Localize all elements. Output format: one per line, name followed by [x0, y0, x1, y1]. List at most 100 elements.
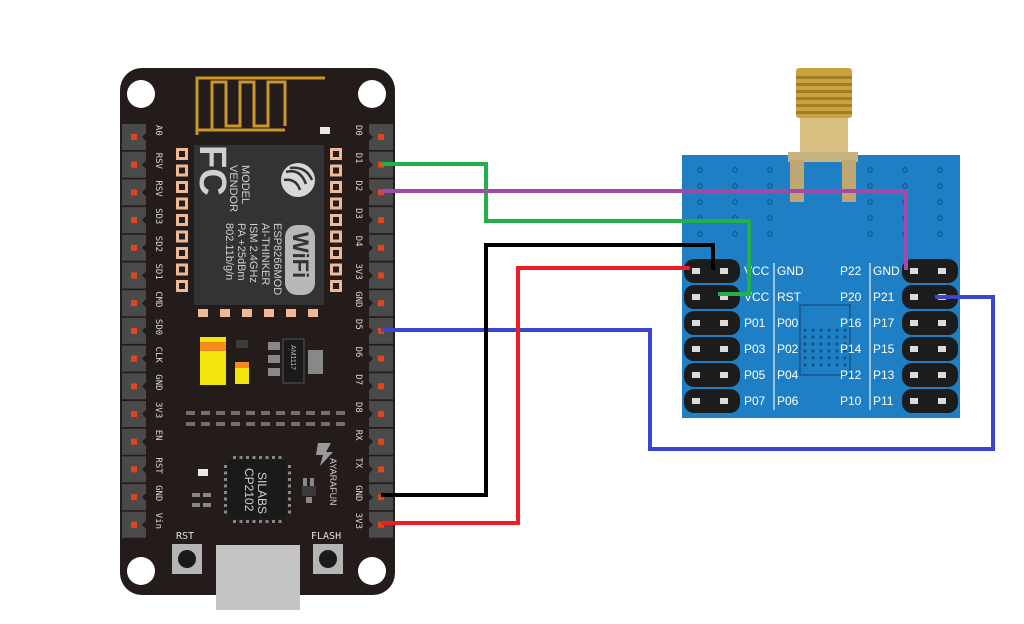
nrf-label: P17 — [873, 316, 895, 330]
pin-label: D3 — [353, 208, 363, 219]
chip-pin — [224, 465, 227, 468]
header-notch — [142, 271, 146, 280]
nrf-label: P21 — [873, 290, 895, 304]
pin-cmd[interactable] — [131, 300, 137, 307]
pin-d4[interactable] — [378, 244, 384, 251]
header-notch — [369, 326, 373, 335]
smd-pad — [306, 422, 315, 426]
pin-sd0[interactable] — [131, 327, 137, 334]
header-pin[interactable] — [720, 294, 728, 300]
pin-label: 3V3 — [353, 513, 363, 529]
pin-3v3[interactable] — [378, 272, 384, 279]
pin-sd2[interactable] — [131, 244, 137, 251]
pin-rsv[interactable] — [131, 161, 137, 168]
bga-pad — [843, 335, 847, 339]
smd-pad — [231, 411, 240, 415]
pin-d3[interactable] — [378, 217, 384, 224]
header-housing — [902, 311, 958, 335]
header-pin[interactable] — [720, 268, 728, 274]
pin-d8[interactable] — [378, 411, 384, 417]
header-notch — [369, 410, 373, 418]
pad — [198, 309, 208, 317]
pin-rx[interactable] — [378, 438, 384, 445]
regulator-label: AM1117 — [289, 345, 296, 370]
cp2102-chip — [228, 460, 286, 518]
pin-gnd[interactable] — [131, 383, 137, 390]
header-pin[interactable] — [910, 294, 918, 300]
header-pin[interactable] — [720, 320, 728, 326]
nrf-label: P06 — [777, 394, 799, 408]
header-notch — [142, 520, 146, 529]
wifi-logo-icon — [285, 225, 315, 295]
header-pin[interactable] — [938, 320, 946, 326]
pin-en[interactable] — [131, 438, 137, 445]
header-housing — [684, 259, 740, 283]
chip-pin — [233, 456, 236, 459]
header-pin[interactable] — [910, 346, 918, 352]
header-pin[interactable] — [910, 398, 918, 404]
mount-hole — [127, 80, 155, 108]
chip-pin — [233, 520, 236, 523]
header-pin[interactable] — [910, 372, 918, 378]
smd-pad — [201, 422, 210, 426]
pad-hole — [179, 233, 185, 240]
smd-pad — [203, 503, 211, 507]
via — [697, 183, 703, 189]
header-notch — [369, 271, 373, 280]
bga-pad — [819, 363, 823, 367]
mount-hole — [127, 557, 155, 585]
chip-pin — [252, 520, 256, 523]
header-notch — [142, 437, 146, 446]
bga-pad — [827, 356, 831, 360]
header-housing — [684, 311, 740, 335]
pin-3v3[interactable] — [131, 411, 137, 417]
pin-gnd[interactable] — [131, 494, 137, 501]
pin-label: D2 — [353, 180, 363, 191]
header-pin[interactable] — [910, 268, 918, 274]
pin-label: GND — [153, 485, 163, 501]
header-pin[interactable] — [692, 268, 700, 274]
pin-clk[interactable] — [131, 355, 137, 362]
pin-d0[interactable] — [378, 134, 384, 140]
header-pin[interactable] — [692, 398, 700, 404]
header-pin[interactable] — [938, 346, 946, 352]
header-pin[interactable] — [692, 372, 700, 378]
header-pin[interactable] — [938, 372, 946, 378]
header-housing — [684, 389, 740, 413]
header-pin[interactable] — [910, 320, 918, 326]
pin-d6[interactable] — [378, 355, 384, 362]
smd-resistor — [236, 340, 248, 348]
vendor-value: AI-THINKER — [259, 223, 271, 285]
pin-label: D5 — [353, 319, 363, 330]
pin-gnd[interactable] — [378, 300, 384, 307]
header-notch — [142, 493, 146, 502]
pin-d7[interactable] — [378, 383, 384, 390]
via — [937, 199, 943, 205]
header-pin[interactable] — [692, 346, 700, 352]
pin-sd1[interactable] — [131, 272, 137, 279]
header-pin[interactable] — [692, 294, 700, 300]
header-notch — [142, 133, 146, 141]
pin-tx[interactable] — [378, 466, 384, 473]
header-pin[interactable] — [692, 320, 700, 326]
pin-label: EN — [153, 430, 163, 441]
header-notch — [369, 465, 373, 474]
pin-rsv[interactable] — [131, 189, 137, 196]
pin-a0[interactable] — [131, 134, 137, 140]
pin-vin[interactable] — [131, 521, 137, 528]
bga-pad — [811, 328, 815, 332]
antenna-trace-icon — [195, 76, 325, 135]
header-pin[interactable] — [938, 398, 946, 404]
header-pin[interactable] — [720, 372, 728, 378]
header-pin[interactable] — [938, 268, 946, 274]
pin-gnd[interactable] — [378, 494, 384, 501]
header-pin[interactable] — [720, 346, 728, 352]
header-pin[interactable] — [720, 398, 728, 404]
usb-connector — [216, 545, 300, 610]
pin-sd3[interactable] — [131, 217, 137, 224]
header-notch — [142, 299, 146, 308]
pin-rst[interactable] — [131, 466, 137, 473]
via — [937, 231, 943, 237]
chip-pin — [252, 456, 256, 459]
